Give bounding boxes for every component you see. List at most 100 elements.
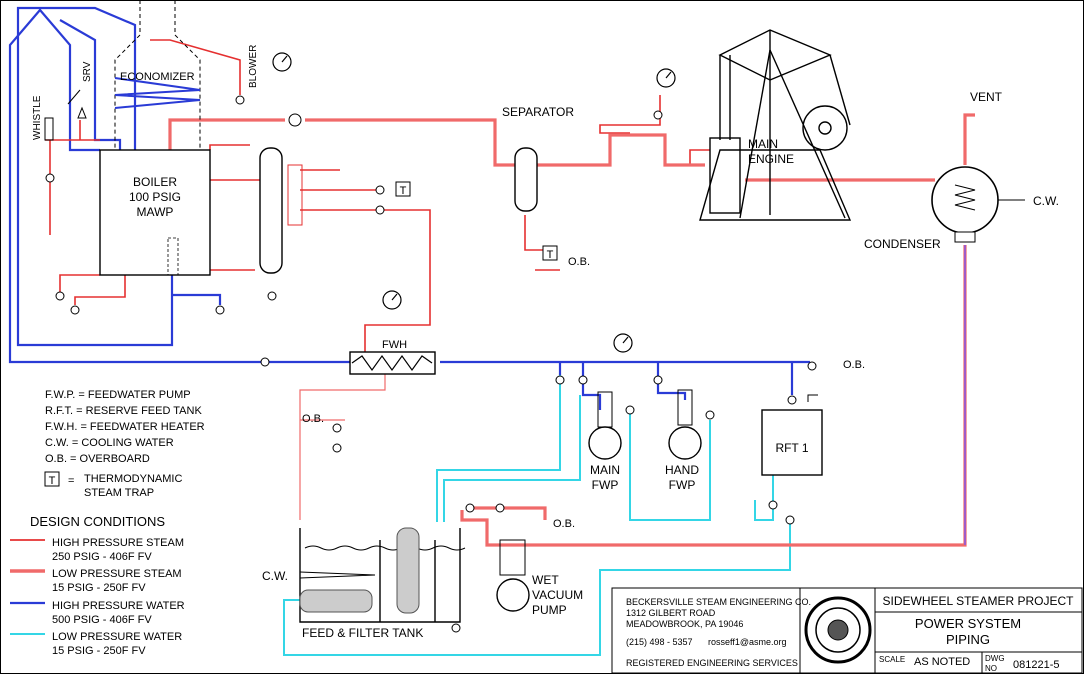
wet-label-2: VACUUM — [532, 588, 583, 602]
legend-lp-water-2: 15 PSIG - 250F FV — [52, 645, 146, 657]
whistle-label: WHISTLE — [32, 95, 43, 140]
tank-cw-label: C.W. — [262, 569, 288, 583]
company-phone: (215) 498 - 5357 — [626, 637, 693, 647]
vacuum-pump-body — [499, 539, 526, 576]
abbreviation-legend: F.W.P. = FEEDWATER PUMP R.F.T. = RESERVE… — [44, 389, 205, 499]
drawing-title-2: PIPING — [946, 632, 990, 647]
ob-label-water: O.B. — [843, 359, 865, 371]
valves — [45, 95, 817, 633]
trap-legend-eq: = — [68, 475, 74, 487]
condenser-hotwell — [954, 231, 976, 243]
srv-valve — [77, 106, 87, 119]
condenser-coil — [954, 184, 976, 211]
wet-label-3: PUMP — [532, 603, 567, 617]
rft-label: RFT 1 — [775, 441, 808, 455]
design-conditions: DESIGN CONDITIONS HIGH PRESSURE STEAM 25… — [10, 514, 185, 657]
filter-cartridge — [396, 527, 420, 614]
dwg-label-1: DWG — [985, 654, 1005, 663]
main-fwp — [588, 426, 622, 460]
ob-label-vacuum: O.B. — [553, 518, 575, 530]
ob-label-tank: O.B. — [302, 413, 324, 425]
economizer — [114, 77, 201, 109]
design-title: DESIGN CONDITIONS — [30, 514, 165, 529]
tank-label: FEED & FILTER TANK — [302, 626, 423, 640]
fwh-label: FWH — [382, 339, 407, 351]
steam-drum — [259, 147, 283, 274]
fwh-coil — [351, 354, 433, 372]
hand-fwp — [668, 426, 702, 460]
separator — [514, 147, 538, 212]
separator-label: SEPARATOR — [502, 105, 574, 119]
trap-legend-t: T — [49, 475, 56, 487]
filter-element — [299, 589, 373, 613]
hand-fwp-label-2: FWP — [669, 478, 696, 492]
wet-vacuum-pump — [496, 578, 530, 612]
wet-label-1: WET — [532, 573, 559, 587]
company-name: BECKERSVILLE STEAM ENGINEERING CO. — [626, 597, 811, 607]
main-fwp-label-2: FWP — [592, 478, 619, 492]
blower-label: BLOWER — [248, 45, 259, 88]
company-email: rosseff1@asme.org — [708, 637, 787, 647]
condenser-cw-label: C.W. — [1033, 194, 1059, 208]
abbr-fwh: F.W.H. = FEEDWATER HEATER — [45, 421, 205, 433]
drain-line — [299, 372, 386, 520]
condenser-label: CONDENSER — [864, 237, 941, 251]
project-name: SIDEWHEEL STEAMER PROJECT — [883, 594, 1075, 608]
pressure-gauges — [272, 52, 676, 353]
legend-lp-steam-1: LOW PRESSURE STEAM — [52, 568, 182, 580]
trap-legend-line1: THERMODYNAMIC — [84, 473, 182, 485]
company-services: REGISTERED ENGINEERING SERVICES — [626, 658, 798, 668]
reserve-feed-tank — [761, 409, 823, 476]
economizer-label: ECONOMIZER — [120, 71, 195, 83]
legend-lp-steam-2: 15 PSIG - 250F FV — [52, 582, 146, 594]
scale-value: AS NOTED — [914, 656, 970, 668]
dwg-label-2: NO — [985, 664, 997, 673]
abbr-rft: R.F.T. = RESERVE FEED TANK — [45, 405, 202, 417]
scale-label: SCALE — [879, 655, 905, 664]
trap-legend-symbol — [44, 471, 60, 487]
boiler-drain — [167, 237, 179, 276]
engine-label-1: MAIN — [748, 137, 778, 151]
boiler-label-3: MAWP — [137, 205, 174, 219]
tank-cooling-coil — [299, 571, 376, 579]
legend-lp-water-1: LOW PRESSURE WATER — [52, 631, 182, 643]
legend-hp-water-2: 500 PSIG - 406F FV — [52, 614, 152, 626]
abbr-cw: C.W. = COOLING WATER — [45, 437, 174, 449]
company-address-1: 1312 GILBERT ROAD — [626, 608, 716, 618]
steam-traps: T T — [395, 181, 558, 261]
rft-vent — [807, 394, 818, 402]
dwg-number: 081221-5 — [1013, 659, 1060, 671]
lp-water-piping — [283, 375, 791, 656]
hand-fwp-column — [677, 389, 693, 426]
whistle — [44, 117, 54, 141]
main-engine — [699, 29, 852, 221]
vent-label: VENT — [970, 90, 1003, 104]
condenser — [931, 166, 999, 234]
trap-symbol-1: T — [400, 185, 407, 197]
legend-hp-steam-1: HIGH PRESSURE STEAM — [52, 537, 184, 549]
hp-water-piping — [8, 6, 810, 410]
trap-symbol-2: T — [547, 249, 554, 261]
boiler — [99, 149, 211, 276]
srv-label: SRV — [82, 61, 93, 82]
abbr-fwp: F.W.P. = FEEDWATER PUMP — [45, 389, 191, 401]
engine-label-2: ENGINE — [748, 152, 794, 166]
boiler-label-2: 100 PSIG — [129, 190, 181, 204]
feed-filter-tank — [299, 528, 466, 623]
boiler-stack — [114, 0, 201, 150]
gauge-glass — [287, 164, 303, 226]
ob-label-separator: O.B. — [568, 256, 590, 268]
srv-spring — [67, 89, 81, 105]
trap-legend-line2: STEAM TRAP — [84, 487, 154, 499]
abbr-ob: O.B. = OVERBOARD — [45, 453, 150, 465]
company-seal — [804, 596, 872, 664]
boiler-label-1: BOILER — [133, 175, 177, 189]
main-fwp-label-1: MAIN — [590, 463, 620, 477]
company-info: BECKERSVILLE STEAM ENGINEERING CO. 1312 … — [626, 597, 811, 668]
legend-hp-water-1: HIGH PRESSURE WATER — [52, 600, 185, 612]
company-address-2: MEADOWBROOK, PA 19046 — [626, 619, 743, 629]
legend-hp-steam-2: 250 PSIG - 406F FV — [52, 551, 152, 563]
feedwater-heater — [349, 351, 436, 375]
